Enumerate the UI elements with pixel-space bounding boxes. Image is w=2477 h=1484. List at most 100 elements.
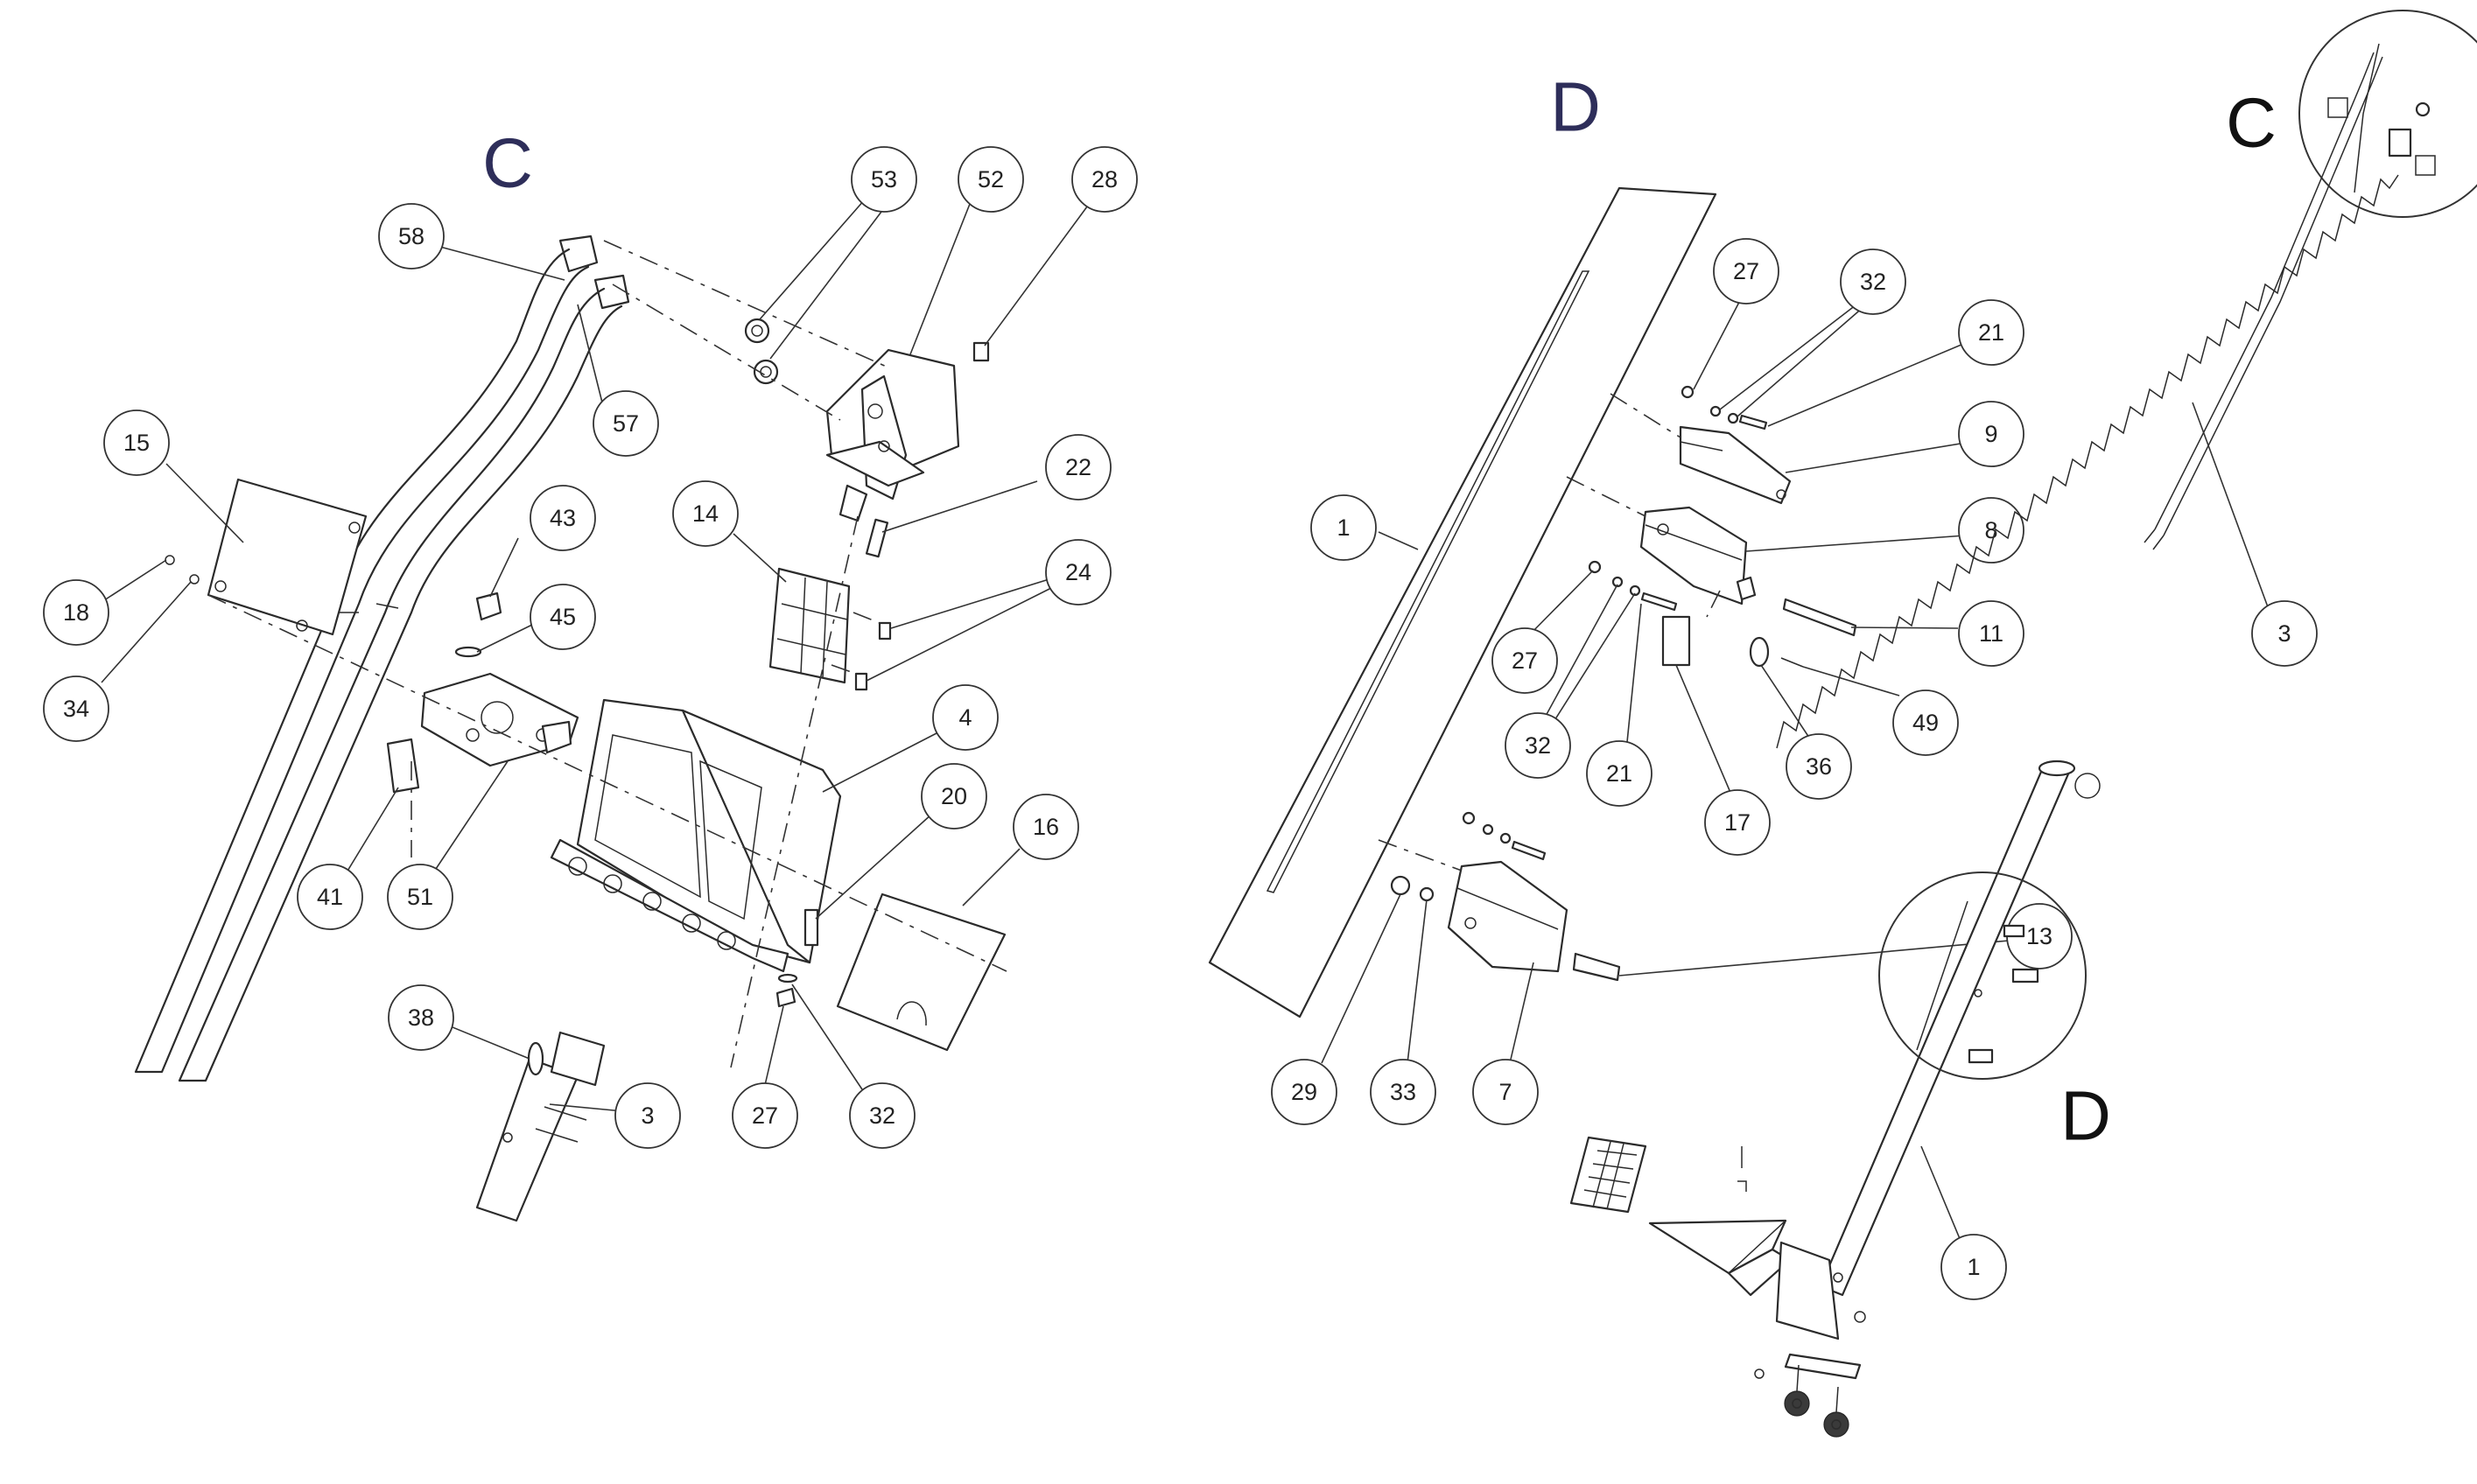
cover-plate-15 xyxy=(207,478,368,636)
callout-d-9: 9 xyxy=(1958,401,2024,467)
fittings-53 xyxy=(744,318,779,385)
hydraulic-motor-52 xyxy=(825,348,960,522)
svg-text:4: 4 xyxy=(958,704,972,731)
callout-14: 14 xyxy=(672,480,739,547)
svg-text:58: 58 xyxy=(398,223,425,249)
overview-hose-ends xyxy=(2144,528,2165,550)
callout-22: 22 xyxy=(1045,434,1112,500)
callout-d-7: 7 xyxy=(1472,1059,1539,1125)
overview-d-title: D xyxy=(2060,1077,2111,1155)
callout-16: 16 xyxy=(1013,794,1079,860)
svg-text:51: 51 xyxy=(407,884,433,910)
svg-text:18: 18 xyxy=(63,599,89,626)
svg-text:20: 20 xyxy=(941,783,967,809)
svg-text:53: 53 xyxy=(871,166,897,192)
bearing-housing-8 xyxy=(1639,506,1757,606)
assembly-centerlines-c xyxy=(207,240,1007,1068)
callout-d-11: 11 xyxy=(1958,600,2024,667)
pin-13 xyxy=(1572,952,1621,982)
callout-28: 28 xyxy=(1071,146,1138,213)
svg-text:49: 49 xyxy=(1912,710,1939,736)
overview-hopper xyxy=(1648,1219,1792,1297)
washer-45 xyxy=(454,646,482,658)
coupler-14 xyxy=(768,567,851,684)
callout-57: 57 xyxy=(593,390,659,457)
overview-hose-b xyxy=(2163,56,2383,536)
magnifier-c xyxy=(2298,10,2477,218)
callout-d-32b: 32 xyxy=(1505,712,1571,779)
svg-text:32: 32 xyxy=(1525,732,1551,759)
overview-hose-a xyxy=(2154,52,2375,530)
bearing-housing-7 xyxy=(1447,860,1568,973)
overview-hardware xyxy=(1737,1146,1866,1379)
pin-38 xyxy=(527,1041,544,1076)
overview-grate xyxy=(1569,1136,1647,1214)
callout-43: 43 xyxy=(530,485,596,551)
set-screw-24b xyxy=(854,672,868,691)
overview-auger-flighting xyxy=(1776,174,2399,749)
bearing-flange-51 xyxy=(420,672,579,767)
callout-d-8: 8 xyxy=(1958,497,2024,564)
svg-text:9: 9 xyxy=(1984,421,1997,447)
svg-text:1: 1 xyxy=(1337,514,1350,541)
washer-32 xyxy=(777,973,798,984)
callout-overview-3: 3 xyxy=(2251,600,2318,667)
callout-41: 41 xyxy=(297,864,363,930)
svg-text:27: 27 xyxy=(1512,648,1538,674)
svg-text:3: 3 xyxy=(2277,620,2291,647)
callout-51: 51 xyxy=(387,864,453,930)
assembly-centerlines-d xyxy=(1378,393,1721,872)
magnifier-c-contents xyxy=(2327,43,2436,193)
svg-text:27: 27 xyxy=(1733,258,1759,284)
overview-base-frame xyxy=(1775,1241,1862,1380)
magnifier-d-contents xyxy=(1916,900,2039,1064)
grease-cap-36 xyxy=(1749,636,1770,668)
bolt-22 xyxy=(865,518,889,558)
svg-text:11: 11 xyxy=(1979,620,2003,647)
svg-text:17: 17 xyxy=(1724,809,1751,836)
callout-d-13: 13 xyxy=(2006,903,2073,970)
bushing-17 xyxy=(1661,615,1691,667)
callout-d-27a: 27 xyxy=(1713,238,1779,304)
svg-text:43: 43 xyxy=(550,505,576,531)
svg-text:41: 41 xyxy=(317,884,343,910)
callout-18: 18 xyxy=(43,579,109,646)
overview-assembly: C D xyxy=(1569,10,2477,1438)
detail-d-title: D xyxy=(1550,68,1601,146)
callout-d-33: 33 xyxy=(1370,1059,1436,1125)
drive-housing-4 xyxy=(550,698,842,973)
svg-text:52: 52 xyxy=(978,166,1004,192)
set-screw-24a xyxy=(878,621,892,640)
svg-text:28: 28 xyxy=(1091,166,1118,192)
callout-52: 52 xyxy=(958,146,1024,213)
callout-d-49: 49 xyxy=(1892,690,1959,756)
callout-20: 20 xyxy=(921,763,987,830)
svg-text:38: 38 xyxy=(408,1004,434,1031)
svg-text:13: 13 xyxy=(2026,923,2052,949)
overview-leader-3 xyxy=(2192,402,2274,622)
bolt-41 xyxy=(386,738,420,794)
svg-text:21: 21 xyxy=(1606,760,1632,787)
callout-58: 58 xyxy=(378,203,445,270)
overview-wheels xyxy=(1784,1364,1849,1438)
svg-text:14: 14 xyxy=(692,500,719,527)
bolt-20 xyxy=(803,908,819,947)
leader-lines-d xyxy=(1321,288,2010,1064)
svg-text:32: 32 xyxy=(1860,269,1886,295)
svg-text:36: 36 xyxy=(1806,753,1832,780)
svg-text:29: 29 xyxy=(1291,1079,1317,1105)
svg-text:32: 32 xyxy=(869,1102,895,1129)
callout-d-36: 36 xyxy=(1786,733,1852,800)
svg-text:3: 3 xyxy=(641,1102,654,1129)
svg-text:27: 27 xyxy=(752,1102,778,1129)
zerk-49 xyxy=(1780,657,1804,668)
magnifier-d xyxy=(1878,872,2087,1080)
svg-text:7: 7 xyxy=(1498,1079,1512,1105)
callout-38: 38 xyxy=(388,984,454,1051)
callout-d-32a: 32 xyxy=(1840,248,1906,315)
callout-45: 45 xyxy=(530,584,596,650)
nut-27 xyxy=(775,987,796,1008)
washer-34 xyxy=(189,574,200,584)
callout-d-21b: 21 xyxy=(1586,740,1653,807)
svg-text:22: 22 xyxy=(1065,454,1091,480)
